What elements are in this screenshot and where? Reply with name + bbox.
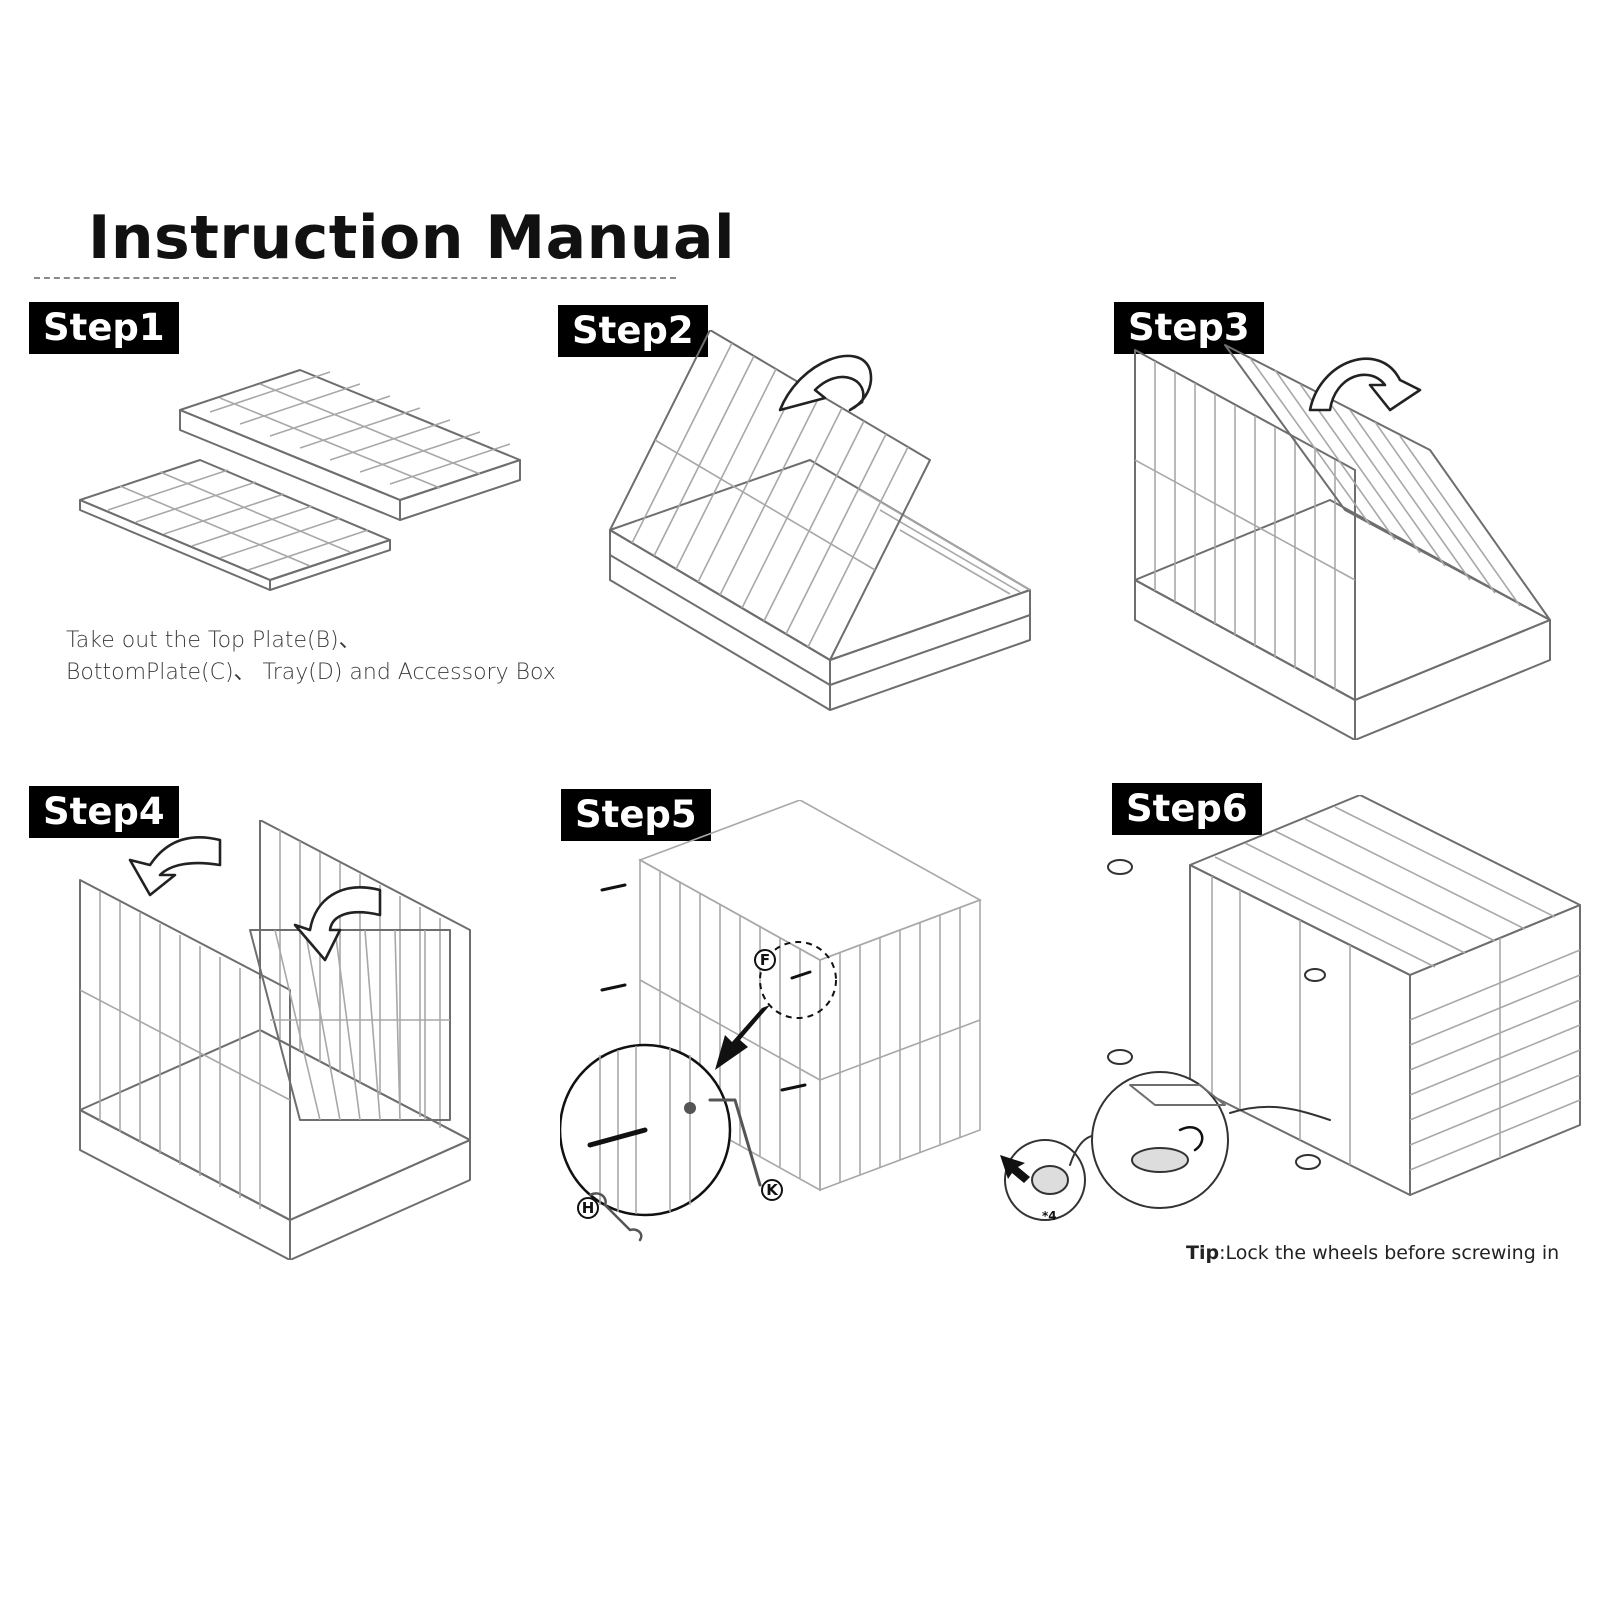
step1-illustration — [79, 369, 521, 591]
manual-title: Instruction Manual — [88, 203, 736, 273]
rotate-arrow-icon — [1178, 1126, 1204, 1152]
detail-highlight-ring — [759, 941, 837, 1019]
callout-k: K — [761, 1179, 783, 1201]
callout-k-label: K — [766, 1181, 779, 1199]
step1-caption-line2: BottomPlate(C)、 Tray(D) and Accessory Bo… — [66, 660, 556, 685]
step3-illustration — [1134, 344, 1551, 740]
callout-h-label: H — [582, 1199, 595, 1217]
step2-illustration — [609, 330, 1031, 711]
allen-key-icon — [708, 1098, 762, 1187]
front-panel — [1134, 349, 1356, 701]
step6-illustration: *4 — [1000, 795, 1581, 1223]
step5-illustration: F H K — [560, 800, 982, 1242]
wrench-icon — [588, 1192, 643, 1242]
step2-badge: Step2 — [558, 305, 708, 357]
caster-wheel-icons — [1107, 859, 1326, 1170]
swing-arrow-icon — [128, 836, 222, 897]
callout-f: F — [754, 949, 776, 971]
back-panel-folding — [1224, 344, 1551, 621]
bolt-detail-magnifier — [560, 1043, 732, 1217]
back-panel — [259, 820, 471, 1141]
front-panel — [79, 879, 291, 1221]
step6-tip: Tip:Lock the wheels before screwing in — [1186, 1242, 1559, 1264]
wheel-detail-small — [1000, 1139, 1086, 1221]
cage-base — [609, 459, 1031, 711]
wheel-detail-large — [1091, 1071, 1229, 1209]
direction-arrow-icon — [715, 1005, 770, 1070]
cage-base — [1134, 499, 1551, 740]
top-plate-panel — [179, 369, 521, 521]
callout-h: H — [577, 1197, 599, 1219]
callout-f-label: F — [760, 951, 770, 969]
tip-text: :Lock the wheels before screwing in — [1219, 1242, 1560, 1264]
step4-badge: Step4 — [29, 786, 179, 838]
bottom-plate-panel — [79, 459, 391, 591]
cage-base — [79, 1029, 471, 1260]
tip-label: Tip — [1186, 1242, 1220, 1264]
rotate-arrow-icon — [1308, 357, 1422, 412]
press-arrow-icon — [1000, 1155, 1030, 1183]
step6-badge: Step6 — [1112, 783, 1262, 835]
swing-arrow-icon — [293, 886, 382, 962]
finished-cage — [1189, 795, 1581, 1196]
step1-caption: Take out the Top Plate(B)、 BottomPlate(C… — [66, 625, 556, 689]
step5-badge: Step5 — [561, 789, 711, 841]
title-divider — [34, 277, 676, 279]
step1-badge: Step1 — [29, 302, 179, 354]
wheel-count-label: *4 — [1042, 1209, 1057, 1223]
rotate-arrow-icon — [778, 354, 873, 412]
step3-badge: Step3 — [1114, 302, 1264, 354]
side-panel-swinging — [249, 929, 451, 1121]
step1-caption-line1: Take out the Top Plate(B)、 — [66, 628, 361, 653]
side-panel-raised — [609, 330, 931, 661]
insert-arrow-icon — [1229, 1105, 1331, 1121]
bolt-icons — [600, 883, 812, 1092]
step4-illustration — [79, 820, 471, 1260]
